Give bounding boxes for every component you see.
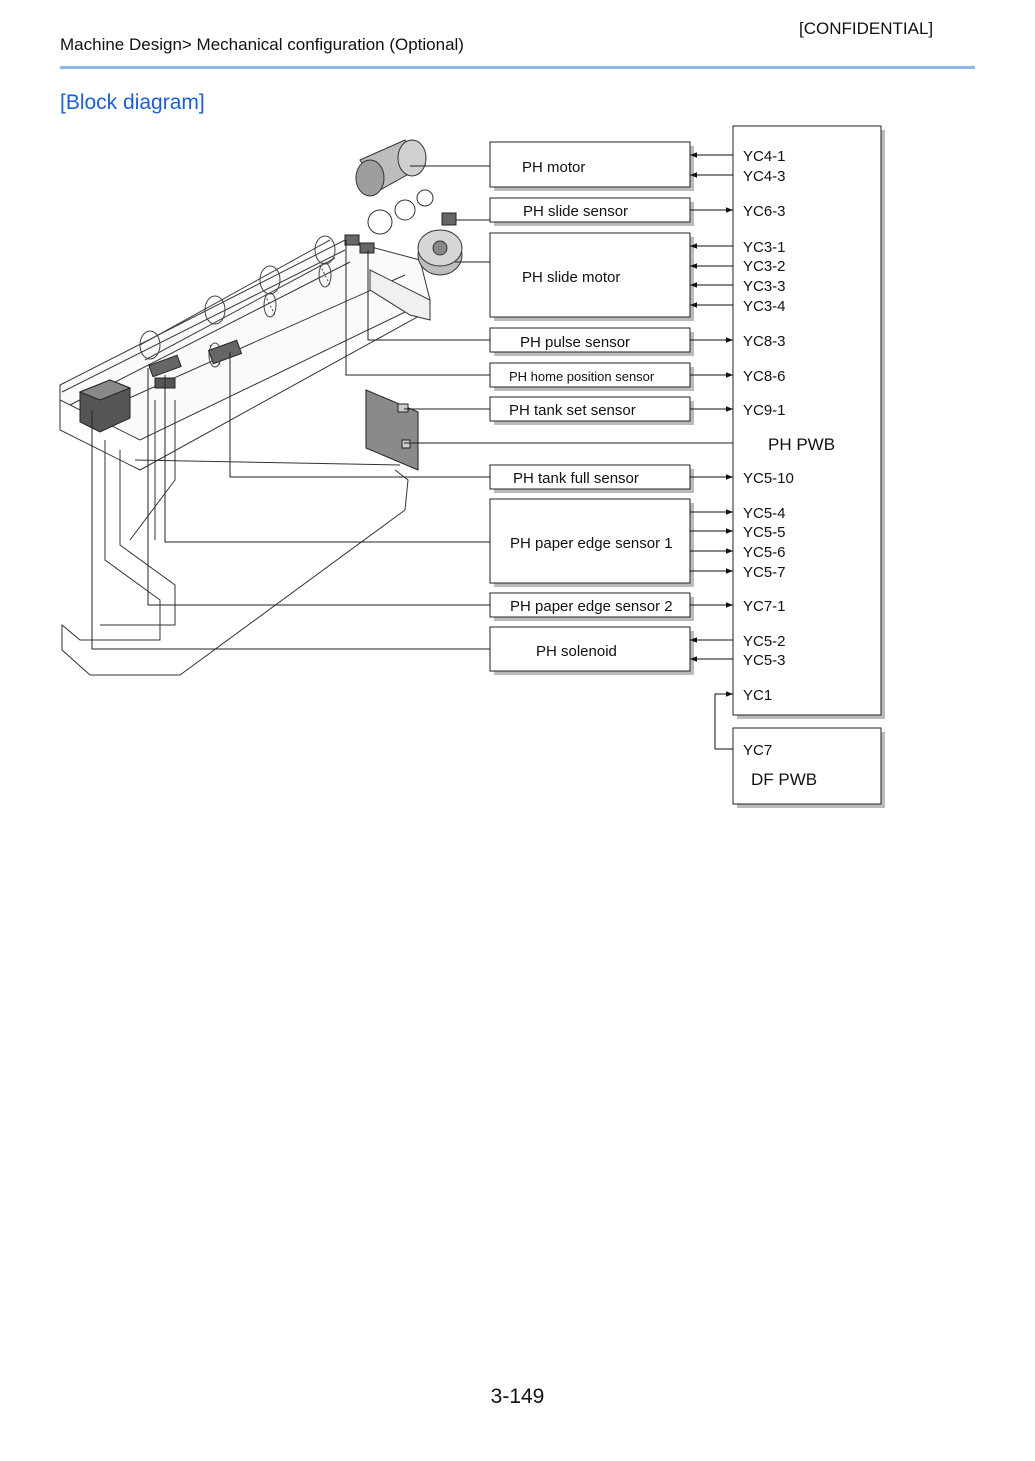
box-ph-pwb (732, 125, 885, 719)
connector-yc5-2: YC5-2 (743, 633, 786, 650)
section-title: [Block diagram] (60, 91, 205, 114)
label-ph-tank-full-sensor: PH tank full sensor (513, 470, 639, 487)
connector-yc3-3: YC3-3 (743, 278, 786, 295)
ph-unit-illustration (59, 139, 463, 676)
label-ph-motor: PH motor (522, 159, 585, 176)
connector-yc8-6: YC8-6 (743, 368, 786, 385)
connector-labels: YC4-1 YC4-3 YC6-3 YC3-1 YC3-2 YC3-3 YC3-… (743, 148, 794, 759)
box-ph-slide-sensor (489, 197, 694, 226)
leader-lines (91, 165, 733, 650)
connector-yc5-6: YC5-6 (743, 544, 786, 561)
connector-yc5-4: YC5-4 (743, 505, 786, 522)
box-ph-slide-motor (489, 232, 694, 321)
connector-yc6-3: YC6-3 (743, 203, 786, 220)
header-divider (60, 66, 975, 69)
page-number: 3-149 (490, 1385, 545, 1408)
signal-arrows (690, 152, 733, 750)
box-ph-tank-full-sensor (489, 464, 694, 493)
box-ph-pulse-sensor (489, 327, 694, 356)
connector-yc3-2: YC3-2 (743, 258, 786, 275)
box-ph-solenoid (489, 626, 694, 675)
connector-yc5-7: YC5-7 (743, 564, 786, 581)
connector-yc4-1: YC4-1 (743, 148, 786, 165)
box-ph-motor (489, 141, 694, 191)
label-ph-paper-edge-sensor-2: PH paper edge sensor 2 (510, 598, 673, 615)
connector-yc3-1: YC3-1 (743, 239, 786, 256)
label-ph-tank-set-sensor: PH tank set sensor (509, 402, 636, 419)
label-ph-slide-sensor: PH slide sensor (523, 203, 628, 220)
label-ph-paper-edge-sensor-1: PH paper edge sensor 1 (510, 535, 673, 552)
box-ph-paper-edge-sensor-2 (489, 592, 694, 621)
label-ph-pwb: PH PWB (768, 435, 835, 454)
connector-yc1: YC1 (743, 687, 772, 704)
box-df-pwb (732, 727, 885, 808)
box-ph-home-position-sensor (489, 362, 694, 391)
label-ph-solenoid: PH solenoid (536, 643, 617, 660)
component-boxes (489, 125, 885, 808)
connector-yc4-3: YC4-3 (743, 168, 786, 185)
label-df-pwb: DF PWB (751, 770, 817, 789)
label-ph-home-position-sensor: PH home position sensor (509, 369, 655, 384)
box-ph-paper-edge-sensor-1 (489, 498, 694, 587)
connector-yc5-10: YC5-10 (743, 470, 794, 487)
breadcrumb: Machine Design> Mechanical configuration… (60, 35, 464, 54)
confidential-label: [CONFIDENTIAL] (799, 19, 934, 38)
connector-yc5-5: YC5-5 (743, 524, 786, 541)
connector-yc7: YC7 (743, 742, 772, 759)
connector-yc7-1: YC7-1 (743, 598, 786, 615)
connector-yc5-3: YC5-3 (743, 652, 786, 669)
connector-yc8-3: YC8-3 (743, 333, 786, 350)
connector-yc3-4: YC3-4 (743, 298, 786, 315)
component-labels: PH motor PH slide sensor PH slide motor … (509, 159, 673, 660)
connector-yc9-1: YC9-1 (743, 402, 786, 419)
label-ph-pulse-sensor: PH pulse sensor (520, 334, 630, 351)
label-ph-slide-motor: PH slide motor (522, 269, 620, 286)
